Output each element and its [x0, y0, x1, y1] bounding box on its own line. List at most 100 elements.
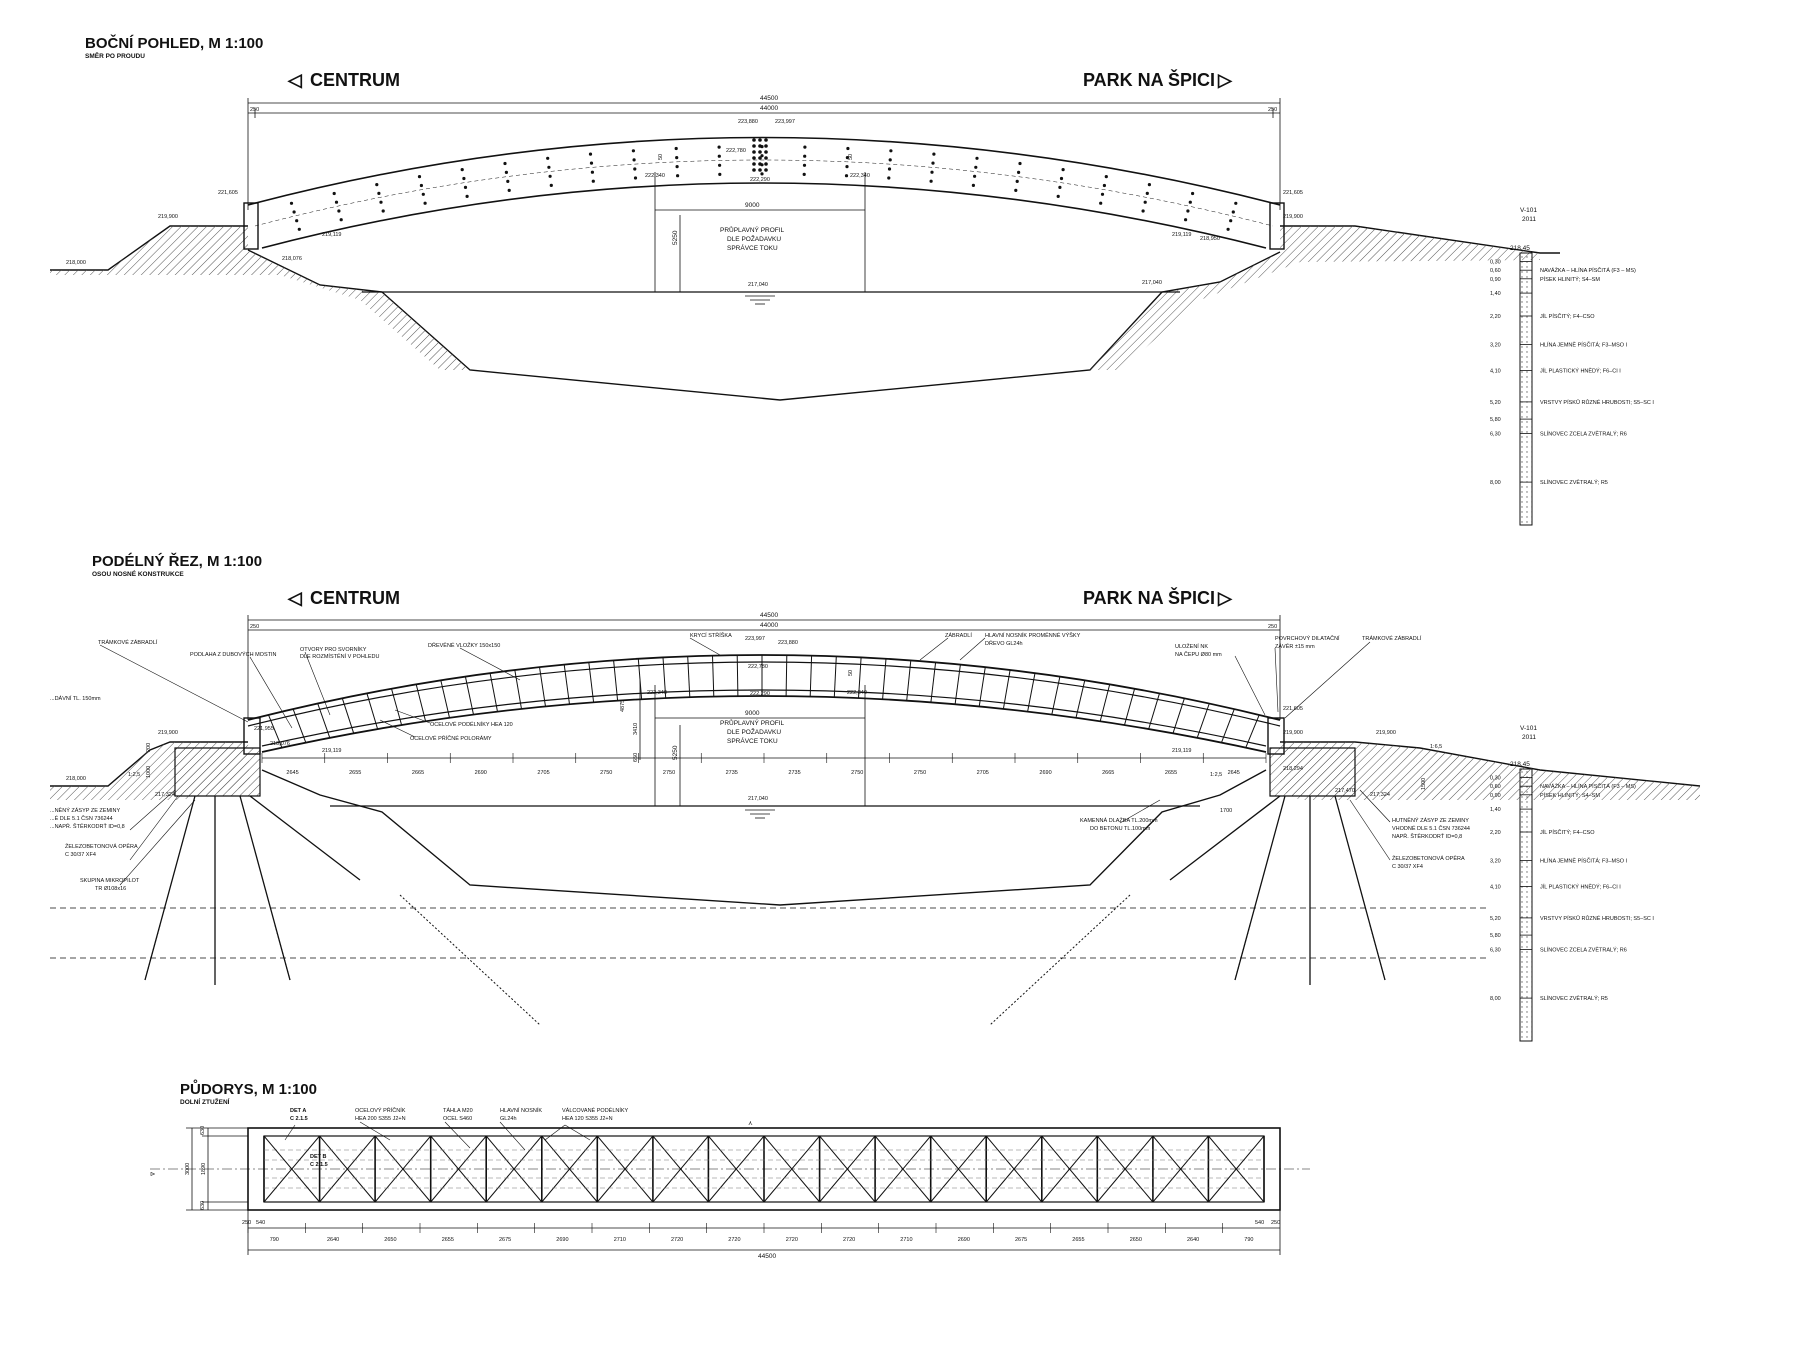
section-level-abut-left: 221,955 [254, 726, 274, 732]
crown-bolt [764, 156, 768, 160]
plan-label-crossbeam: OCELOVÝ PŘÍČNÍK [355, 1106, 406, 1114]
side-level-bearing-right: 219,119 [1172, 232, 1191, 238]
callout-main-girder: HLAVNÍ NOSNÍK PROMĚNNÉ VÝŠKY [985, 631, 1081, 639]
section-level-bank-left: 219,900 [158, 730, 178, 736]
tie-rod [1041, 1135, 1098, 1203]
section-pile-bulbs [144, 894, 1386, 1026]
callout-bolt-holes-2: DLE ROZMÍSTĚNÍ V POHLEDU [300, 652, 379, 660]
section-segment-dim: 2665 [412, 770, 424, 776]
borehole-2-column [1519, 768, 1533, 1042]
plan-segment-dim: 2720 [843, 1237, 855, 1243]
railing-post [882, 658, 887, 700]
crown-bolt [758, 168, 762, 172]
borehole-layer-depth: 0,30 [1490, 260, 1501, 266]
callout-backfill-left-3: ...NAPŘ. ŠTĚRKODRŤ ID=0,8 [50, 822, 125, 830]
bolt [1059, 176, 1064, 181]
tie-rod [652, 1135, 709, 1203]
callout-timber-inserts: DŘEVĚNÉ VLOŽKY 150x150 [428, 641, 500, 649]
borehole-2-name: V-101 [1520, 725, 1537, 732]
bolt [419, 183, 423, 188]
section-profile-note-2: DLE POŽADAVKU [727, 727, 781, 736]
bolt [462, 176, 466, 181]
bolt [295, 219, 299, 223]
bolt [334, 200, 339, 204]
section-level-pile-right-2: 217,470 [1335, 788, 1355, 794]
crown-bolt [758, 144, 762, 148]
plan-label-stringers-2: HEA 120 S355 J2+N [562, 1116, 613, 1122]
plan-segment-dim: 2675 [499, 1237, 511, 1243]
section-segment-dim: 2750 [851, 770, 863, 776]
borehole-layer-description: VRSTVY PÍSKŮ RŮZNÉ HRUBOSTI; S5–SC I [1540, 399, 1654, 406]
bolt [675, 165, 679, 169]
railing-post [1172, 698, 1185, 734]
plan-width-dim-4: 630 [200, 1201, 206, 1210]
borehole-layer-depth: 3,20 [1490, 343, 1501, 349]
section-right-fill-hatch [1280, 742, 1700, 800]
bolt [889, 149, 893, 153]
railing-post [366, 693, 379, 730]
bolt [1099, 201, 1103, 205]
borehole-layer-depth: 8,00 [1490, 996, 1501, 1002]
railing-post [906, 660, 912, 701]
bolt [803, 145, 807, 149]
callout-stone-paving-2: DO BETONU TL.100mm [1090, 826, 1151, 832]
railing-post [637, 658, 643, 700]
section-level-top-b: 223,880 [778, 640, 798, 646]
railing-post [391, 688, 403, 726]
bolt [971, 183, 976, 187]
borehole-layer-depth: 1,40 [1490, 807, 1501, 813]
section-segment-dim: 2665 [1102, 770, 1114, 776]
railing-post [268, 714, 283, 748]
railing-post [736, 655, 739, 697]
plan-segment-dim: 2690 [556, 1237, 568, 1243]
section-segment-dim: 2690 [475, 770, 487, 776]
tie-rod [763, 1135, 820, 1203]
bolt [1100, 192, 1105, 196]
plan-leader-lines [284, 1121, 591, 1151]
bolt [1186, 209, 1190, 213]
bolt [591, 179, 595, 183]
plan-segment-dim: 2655 [442, 1237, 454, 1243]
bolt [1018, 161, 1022, 166]
railing-post [1027, 673, 1036, 712]
section-callouts: TRÁMKOVÉ ZÁBRADLÍ PODLAHA Z DUBOVÝCH MOS… [50, 631, 1470, 892]
railing-post [1075, 680, 1086, 718]
borehole-layer-depth: 1,40 [1490, 291, 1501, 297]
borehole-layer-description: SLÍNOVEC ZVĚTRALÝ; R5 [1540, 478, 1608, 486]
bolt [1191, 191, 1195, 196]
plan-segment-dim: 2710 [614, 1237, 626, 1243]
section-dim-1000: 1000 [146, 766, 152, 778]
railing-post [1221, 708, 1235, 743]
tie-rod [596, 1135, 654, 1203]
borehole-layer-depth: 2,20 [1490, 830, 1501, 836]
callout-cross-frames: OCELOVÉ PŘÍČNÉ POLORÁMY [410, 734, 492, 742]
bolt [463, 185, 468, 189]
side-right-bank-hatch [1090, 226, 1540, 370]
side-level-abut-right: 221,605 [1283, 190, 1303, 196]
side-dim-span: 44000 [760, 105, 778, 112]
callout-deck-planks: PODLAHA Z DUBOVÝCH MOSTIN [190, 651, 277, 658]
section-level-deck-left: 222,340 [647, 690, 667, 696]
section-dim-clear-height: 5250 [672, 745, 679, 760]
railing-post [613, 660, 619, 701]
bolt [632, 158, 636, 162]
plan-width-dim-2: 3000 [185, 1163, 191, 1175]
side-level-far-left: 218,000 [66, 260, 86, 266]
bolt [1104, 175, 1108, 179]
section-level-bearing-right: 219,119 [1172, 748, 1191, 754]
callout-expansion-joint: POVRCHOVÝ DILATAČNÍ [1275, 635, 1340, 642]
section-stratum-lines [50, 907, 1490, 959]
side-view-title: BOČNÍ POHLED, M 1:100 [85, 34, 263, 52]
side-left-direction: CENTRUM [310, 70, 400, 90]
plan-segment-dim: 2655 [1072, 1237, 1084, 1243]
section-dim-3410: 3410 [633, 723, 639, 735]
railing-post [1148, 693, 1160, 730]
callout-expansion-joint-2: ZÁVĚR ±15 mm [1275, 642, 1315, 650]
borehole-layer-description: JÍL PÍSČITÝ; F4–CSO [1540, 829, 1595, 836]
bolt [339, 218, 343, 222]
callout-railing: ZÁBRADLÍ [945, 632, 972, 639]
borehole-layer-description: SLÍNOVEC ZCELA ZVĚTRALÝ; R6 [1540, 429, 1627, 437]
plan-end-dim-2: 540 [256, 1220, 265, 1226]
section-micropiles [144, 795, 1386, 985]
railing-post [440, 680, 450, 718]
